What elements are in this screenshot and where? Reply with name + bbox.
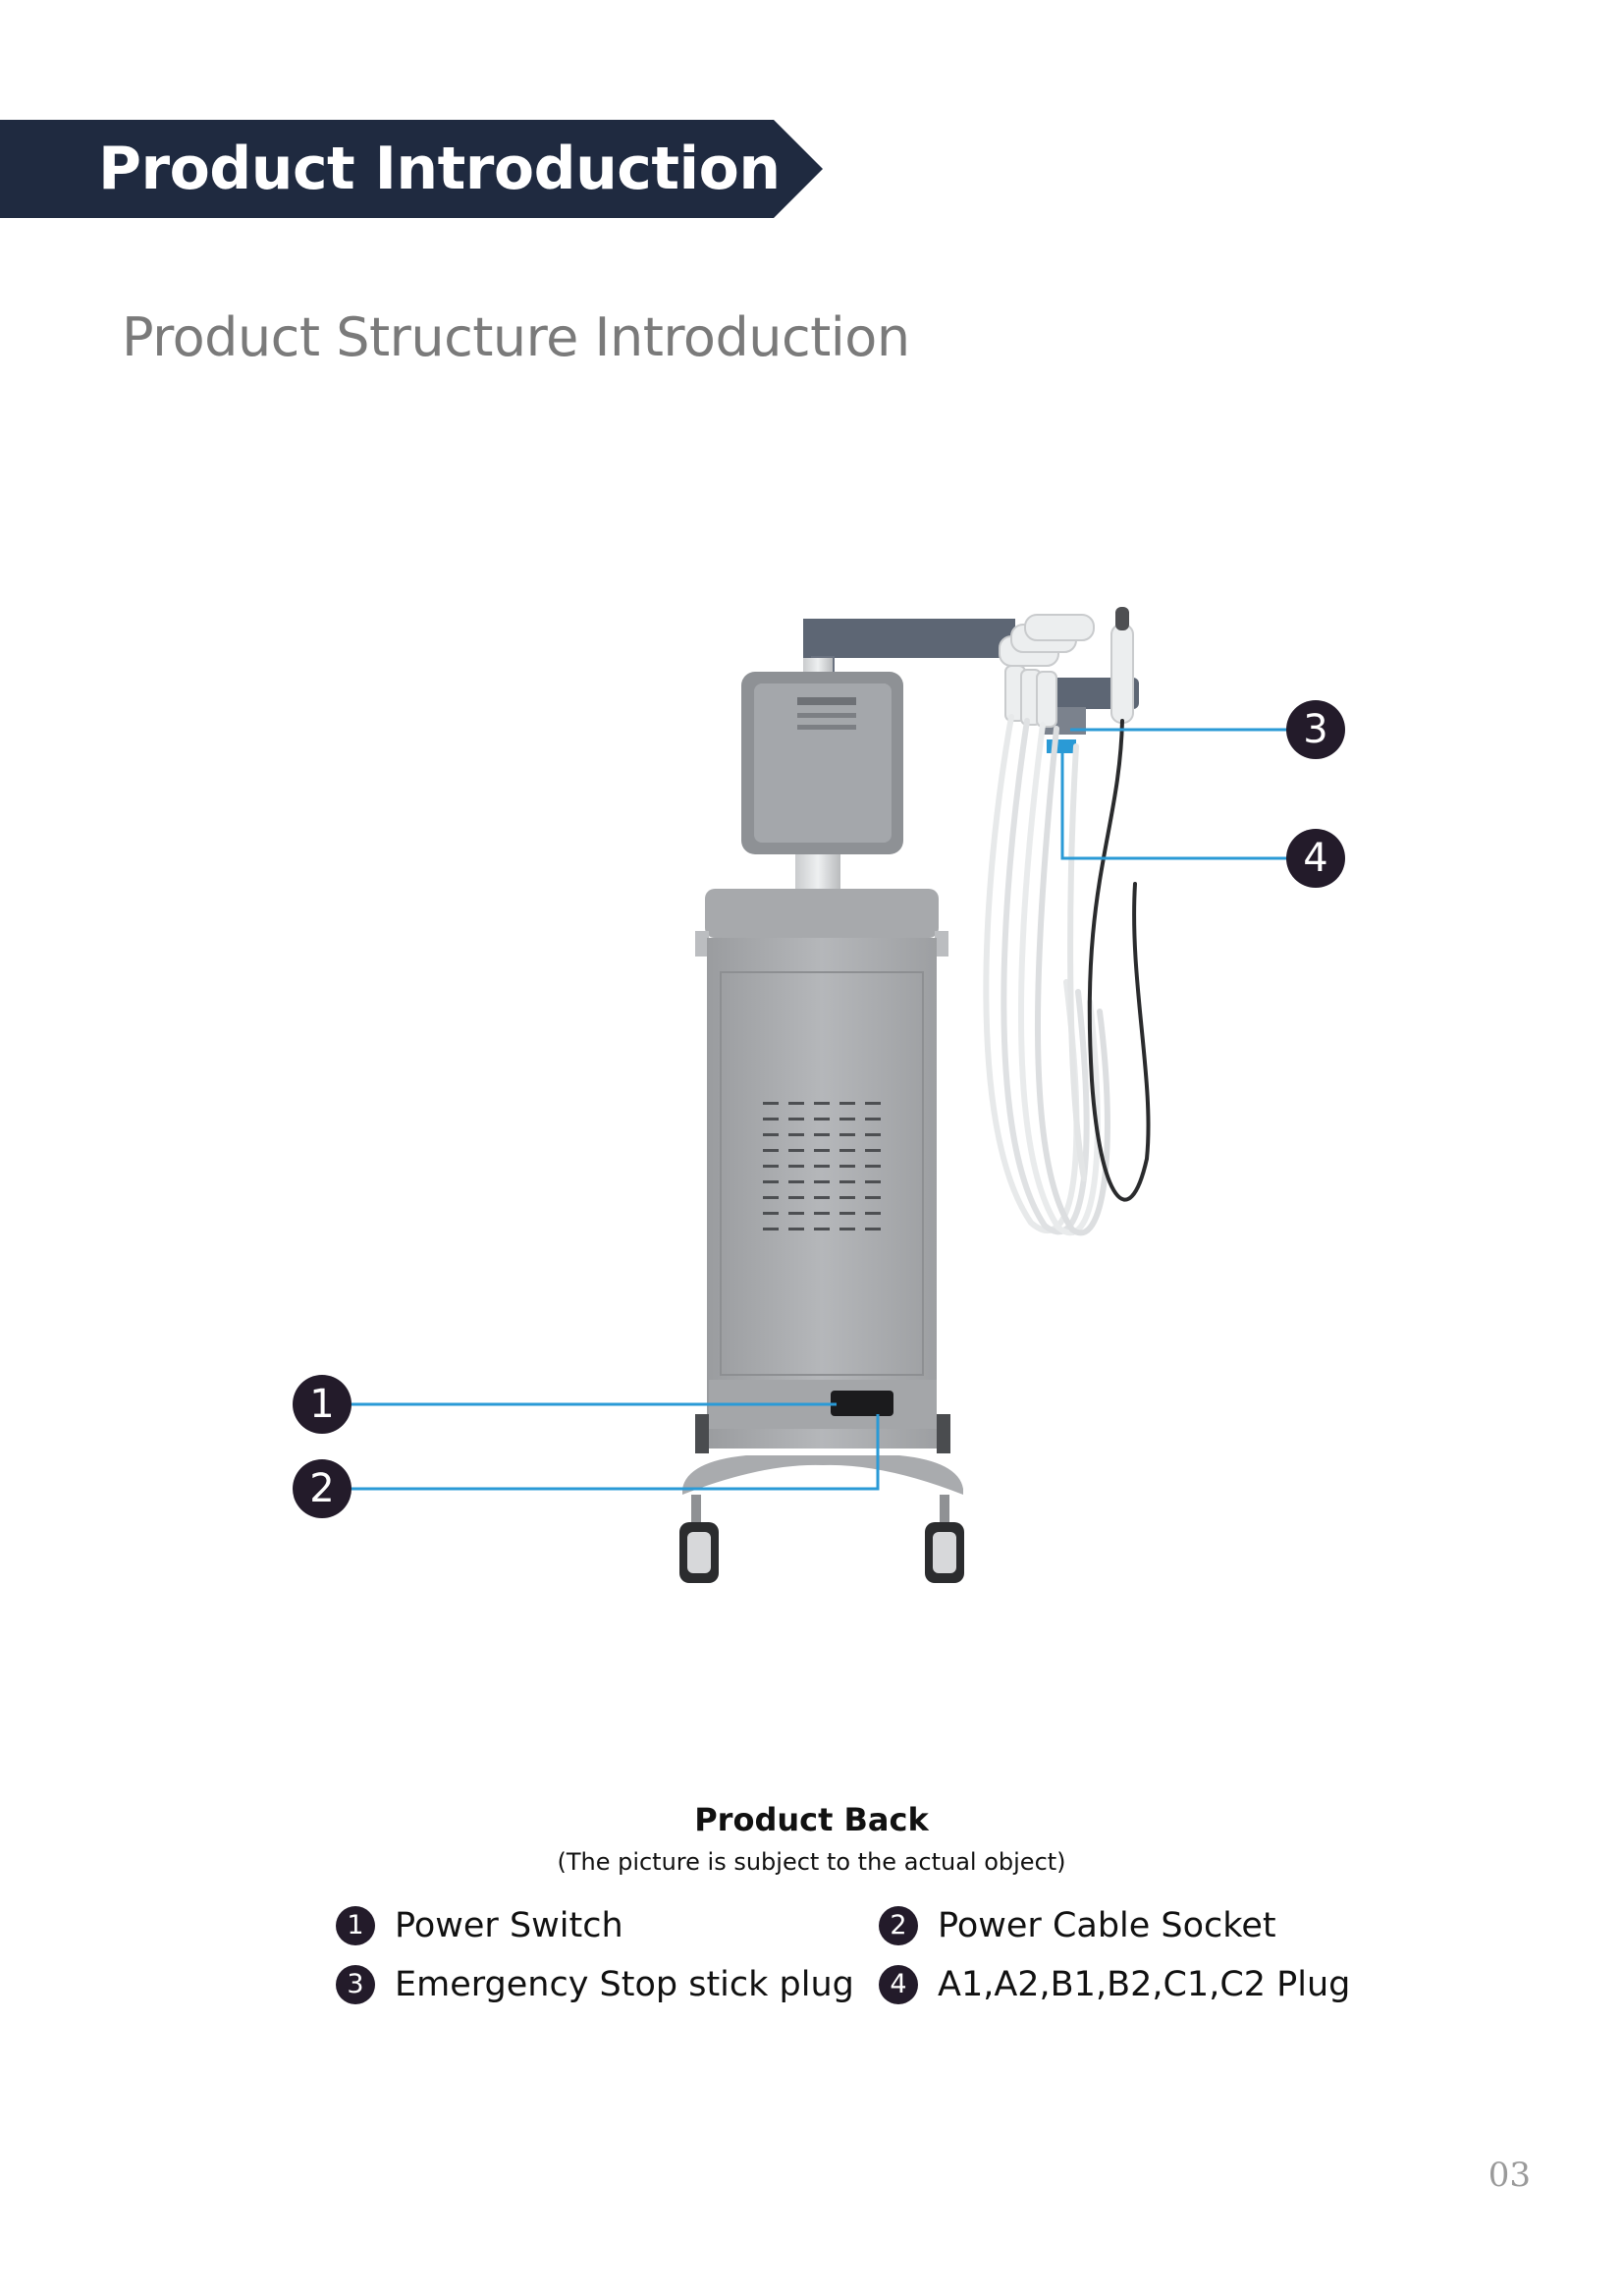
trolley-base (682, 1414, 963, 1495)
legend-label: A1,A2,B1,B2,C1,C2 Plug (938, 1965, 1351, 2004)
callout-badge-2: 2 (293, 1459, 352, 1518)
power-switch-panel (831, 1391, 893, 1416)
legend-item-power-cable-socket: 2 Power Cable Socket (879, 1903, 1276, 1948)
legend-number: 2 (879, 1906, 918, 1945)
legend-number: 1 (336, 1906, 375, 1945)
page-title: Product Introduction (98, 135, 781, 203)
vent-slots (763, 1102, 881, 1230)
caster-wheel-left (679, 1495, 719, 1583)
callout-badge-3: 3 (1286, 700, 1345, 759)
callout-badge-1: 1 (293, 1375, 352, 1434)
legend-label: Emergency Stop stick plug (395, 1965, 854, 2004)
section-banner: Product Introduction (0, 120, 823, 218)
legend-number: 3 (336, 1965, 375, 2004)
legend-item-channel-plugs: 4 A1,A2,B1,B2,C1,C2 Plug (879, 1962, 1350, 2007)
callout-badge-4: 4 (1286, 829, 1345, 888)
cabinet (695, 889, 948, 1449)
section-subtitle: Product Structure Introduction (122, 306, 910, 368)
legend-item-power-switch: 1 Power Switch (336, 1903, 623, 1948)
monitor (741, 672, 903, 854)
callout-line-4 (1060, 748, 1292, 860)
banner-shape (0, 120, 823, 218)
handpiece-probes (999, 614, 1095, 728)
handpiece-cables (983, 714, 1151, 1236)
legend-number: 4 (879, 1965, 918, 2004)
caster-wheel-right (925, 1495, 964, 1583)
figure-caption-note: (The picture is subject to the actual ob… (557, 1848, 1066, 1876)
rf-handle (1110, 607, 1134, 724)
figure-caption-title: Product Back (694, 1801, 929, 1838)
monitor-neck (795, 854, 840, 894)
legend-label: Power Switch (395, 1906, 623, 1945)
legend-label: Power Cable Socket (938, 1906, 1276, 1945)
callout-lines (352, 728, 1292, 1491)
page-number: 03 (1488, 2156, 1531, 2195)
legend-item-emergency-stop-plug: 3 Emergency Stop stick plug (336, 1962, 854, 2007)
callout-line-2 (352, 1414, 880, 1491)
